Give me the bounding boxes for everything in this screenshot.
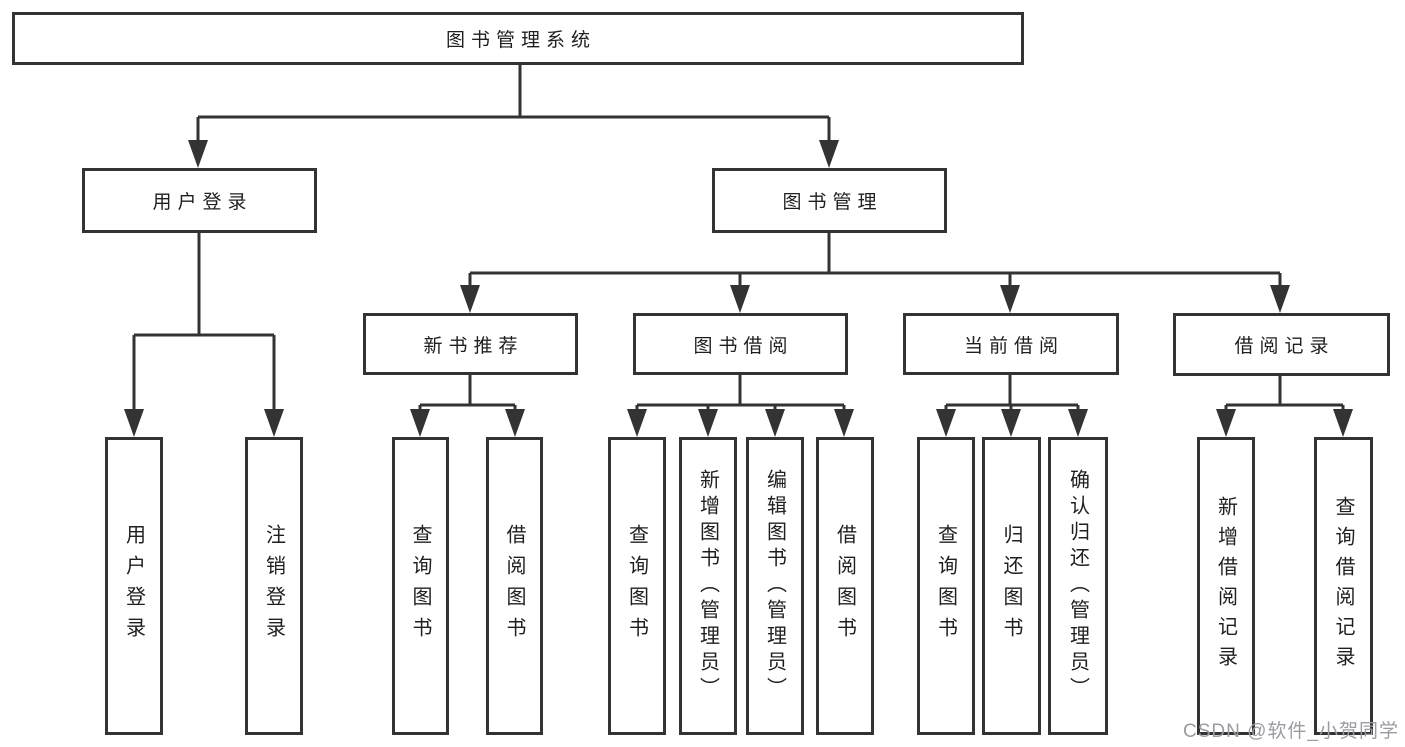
- node-book-borrow-label: 图书借阅: [693, 335, 794, 357]
- leaf-borrow-query: 查询图书: [608, 437, 666, 735]
- leaf-current-query-label: 查询图书: [934, 524, 957, 648]
- leaf-current-confirm-admin-label: 确认归还（管理员）: [1066, 469, 1089, 703]
- leaf-current-return-label: 归还图书: [1000, 524, 1022, 648]
- leaf-record-query-label: 查询借阅记录: [1332, 496, 1354, 676]
- leaf-current-confirm-admin: 确认归还（管理员）: [1048, 437, 1108, 735]
- leaf-borrow-query-label: 查询图书: [625, 524, 648, 648]
- watermark-text: CSDN @软件_小贺同学: [1183, 721, 1399, 742]
- node-root-label: 图书管理系统: [445, 30, 596, 51]
- leaf-user-login-label: 用户登录: [122, 524, 145, 648]
- node-root: 图书管理系统: [12, 12, 1024, 65]
- node-book-borrow: 图书借阅: [633, 313, 848, 375]
- leaf-current-return: 归还图书: [982, 437, 1041, 735]
- node-user-login: 用户登录: [82, 168, 317, 233]
- leaf-newbook-borrow-label: 借阅图书: [503, 524, 525, 648]
- node-new-book-recommend-label: 新书推荐: [423, 335, 524, 357]
- leaf-record-add: 新增借阅记录: [1197, 437, 1255, 735]
- node-user-login-label: 用户登录: [152, 192, 253, 213]
- leaf-newbook-borrow: 借阅图书: [486, 437, 543, 735]
- leaf-borrow-add-admin-label: 新增图书（管理员）: [696, 469, 719, 703]
- node-book-management: 图书管理: [712, 168, 947, 233]
- node-book-management-label: 图书管理: [782, 192, 883, 213]
- leaf-borrow-edit-admin: 编辑图书（管理员）: [746, 437, 804, 735]
- leaf-borrow-edit-admin-label: 编辑图书（管理员）: [763, 469, 786, 703]
- node-new-book-recommend: 新书推荐: [363, 313, 578, 375]
- leaf-user-login: 用户登录: [105, 437, 163, 735]
- node-borrow-records: 借阅记录: [1173, 313, 1390, 376]
- leaf-logout: 注销登录: [245, 437, 303, 735]
- node-borrow-records-label: 借阅记录: [1234, 336, 1335, 357]
- leaf-newbook-query: 查询图书: [392, 437, 449, 735]
- leaf-logout-label: 注销登录: [262, 524, 285, 648]
- leaf-record-add-label: 新增借阅记录: [1214, 496, 1237, 676]
- leaf-current-query: 查询图书: [917, 437, 975, 735]
- leaf-borrow-book-label: 借阅图书: [833, 524, 856, 648]
- leaf-borrow-add-admin: 新增图书（管理员）: [679, 437, 737, 735]
- leaf-borrow-book: 借阅图书: [816, 437, 874, 735]
- leaf-record-query: 查询借阅记录: [1314, 437, 1373, 735]
- node-current-borrow-label: 当前借阅: [963, 335, 1064, 357]
- leaf-newbook-query-label: 查询图书: [409, 524, 431, 648]
- arrowheads: [124, 140, 1353, 437]
- node-current-borrow: 当前借阅: [903, 313, 1119, 375]
